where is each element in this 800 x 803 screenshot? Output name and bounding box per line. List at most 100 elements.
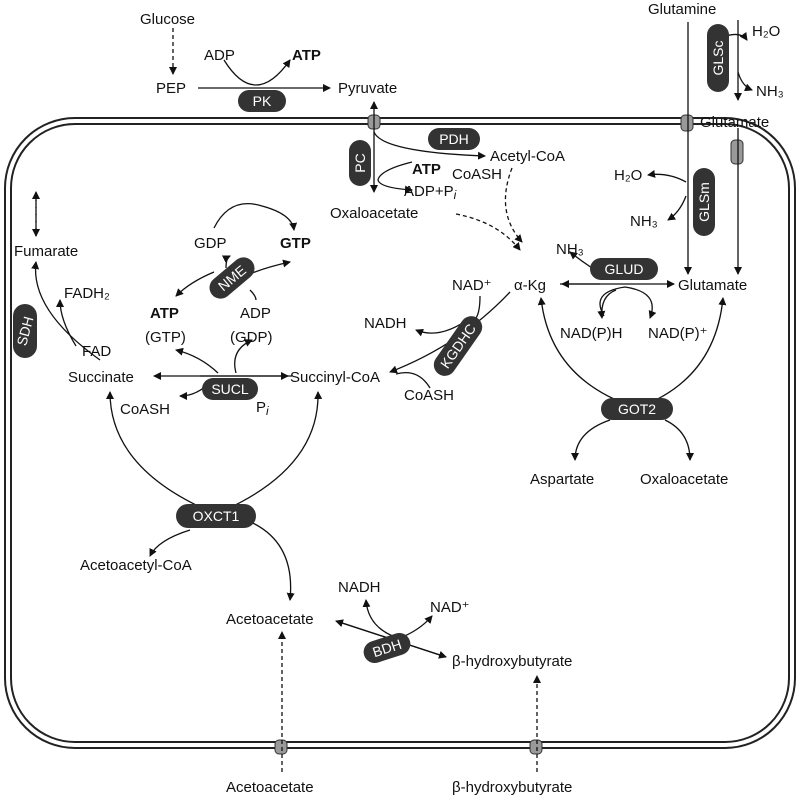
label-pyruvate: Pyruvate xyxy=(338,80,397,97)
enzyme-glsm: GLSm xyxy=(693,168,715,236)
glsm-nh3-arrow xyxy=(667,195,687,221)
label-pep: PEP xyxy=(156,80,186,97)
label-adp-pi-pc: ADP+Pi xyxy=(404,183,457,202)
label-fumarate: Fumarate xyxy=(14,243,78,260)
kgdhc-nad-line xyxy=(475,295,481,319)
glsm-h2o-arrow xyxy=(647,170,687,183)
label-gdp: GDP xyxy=(194,235,227,252)
label-h2o-mito: H₂O xyxy=(614,167,642,184)
sucl-gdp-arrow xyxy=(234,339,253,374)
label-fadh2: FADH₂ xyxy=(64,285,110,302)
svg-text:OXCT1: OXCT1 xyxy=(193,508,240,524)
inner-membrane xyxy=(10,123,790,743)
got2-to-oaa-arrow xyxy=(664,419,694,461)
svg-text:GOT2: GOT2 xyxy=(618,401,656,417)
label-acetoacetate-mito: Acetoacetate xyxy=(226,611,314,628)
label-nadph: NAD(P)H xyxy=(560,325,623,342)
label-oxaloacetate-mito: Oxaloacetate xyxy=(330,205,418,222)
enzyme-glud: GLUD xyxy=(590,258,658,280)
enzyme-sucl: SUCL xyxy=(202,378,258,400)
label-nh3-cytosol: NH₃ xyxy=(756,83,784,100)
nme-gdp-gtp-arrow xyxy=(213,202,298,231)
glutamate-carrier-icon xyxy=(730,139,744,165)
enzyme-nme: NME xyxy=(209,257,255,299)
label-nh3-glsm: NH₃ xyxy=(630,213,658,230)
label-h2o-cytosol: H₂O xyxy=(752,23,780,40)
label-nadh-bdh: NADH xyxy=(338,579,381,596)
label-gdp-paren: (GDP) xyxy=(230,329,273,346)
enzyme-sdh: SDH xyxy=(13,304,37,358)
label-acetoacetate-outside: Acetoacetate xyxy=(226,779,314,796)
glud-nadp-arrow xyxy=(599,286,657,319)
nme-to-gdp-arrow xyxy=(221,255,231,269)
pc-atp-arrow xyxy=(377,161,413,194)
label-oxaloacetate-got: Oxaloacetate xyxy=(640,471,728,488)
label-nadh-kgdhc: NADH xyxy=(364,315,407,332)
label-succinate: Succinate xyxy=(68,369,134,386)
svg-text:GLSc: GLSc xyxy=(710,40,726,75)
label-fad: FAD xyxy=(82,343,111,360)
label-atp-pk: ATP xyxy=(292,47,321,64)
glsc-nh3-arrow xyxy=(737,71,753,92)
label-nad-kgdhc: NAD⁺ xyxy=(452,277,492,294)
sdh-arrow xyxy=(31,261,101,361)
label-nadp: NAD(P)⁺ xyxy=(648,325,708,342)
label-atp-pc: ATP xyxy=(412,161,441,178)
glud-nh3-arrow xyxy=(569,251,593,269)
got2-to-glutamate-arrow xyxy=(636,297,727,409)
svg-text:SDH: SDH xyxy=(13,315,36,348)
enzyme-pk: PK xyxy=(238,90,286,112)
svg-text:PK: PK xyxy=(253,93,272,109)
enzyme-glsc: GLSc xyxy=(707,24,729,92)
svg-text:SUCL: SUCL xyxy=(211,381,249,397)
enzyme-pdh: PDH xyxy=(428,128,480,150)
label-glucose: Glucose xyxy=(140,11,195,28)
enzyme-kgdhc: KGDHC xyxy=(433,316,483,376)
got2-to-aspartate-arrow xyxy=(571,419,611,461)
acetoacetate-carrier-icon xyxy=(274,739,288,755)
enzyme-got2: GOT2 xyxy=(601,398,673,420)
label-bhb-mito: β-hydroxybutyrate xyxy=(452,653,572,670)
label-coash-pdh: CoASH xyxy=(452,166,502,183)
bhb-carrier-icon xyxy=(529,739,543,755)
label-coash-kgdhc: CoASH xyxy=(404,387,454,404)
label-succinyl-coa: Succinyl-CoA xyxy=(290,369,380,386)
sucl-gtp-arrow xyxy=(175,347,219,374)
label-gtp-paren: (GTP) xyxy=(145,329,186,346)
nme-to-atp-arrow xyxy=(175,271,215,297)
label-pi-sucl: Pi xyxy=(256,399,269,418)
pdh-arrow xyxy=(373,131,486,160)
oxct1-to-acetoacetylcoa-arrow xyxy=(149,529,191,557)
label-atp-nme: ATP xyxy=(150,305,179,322)
svg-text:PDH: PDH xyxy=(439,131,469,147)
kgdhc-coash-line xyxy=(395,371,431,389)
outer-membrane xyxy=(4,117,796,749)
nme-adp-line xyxy=(249,289,257,301)
svg-text:PC: PC xyxy=(352,153,368,172)
glutamine-carrier-icon xyxy=(680,114,694,132)
label-adp-nme: ADP xyxy=(240,305,271,322)
label-acetyl-coa: Acetyl-CoA xyxy=(490,148,565,165)
glud-nadph-arrow xyxy=(597,289,617,319)
label-adp-pk: ADP xyxy=(204,47,235,64)
label-alpha-kg: α-Kg xyxy=(514,277,546,294)
svg-text:GLSm: GLSm xyxy=(696,182,712,222)
label-acetoacetyl-coa: Acetoacetyl-CoA xyxy=(80,557,192,574)
oxct1-to-succinate-arrow xyxy=(106,391,217,515)
label-glutamate-cytosol: Glutamate xyxy=(700,114,769,131)
oxct1-from-succinylcoa-arrow xyxy=(215,391,323,515)
enzyme-bdh: BDH xyxy=(363,632,411,664)
adp-atp-arrow xyxy=(223,59,291,86)
enzyme-oxct1: OXCT1 xyxy=(176,504,256,528)
label-aspartate: Aspartate xyxy=(530,471,594,488)
label-nad-bdh: NAD⁺ xyxy=(430,599,470,616)
got2-to-akg-arrow xyxy=(537,297,638,409)
label-glutamine: Glutamine xyxy=(648,1,716,18)
oaa-to-akg-arrow xyxy=(455,213,521,251)
oxct1-from-acetoacetate-arrow xyxy=(245,519,295,601)
label-nh3-glud: NH₃ xyxy=(556,241,584,258)
label-coash-sucl: CoASH xyxy=(120,401,170,418)
acetylcoa-to-akg-arrow xyxy=(504,167,523,243)
label-glutamate-mito: Glutamate xyxy=(678,277,747,294)
